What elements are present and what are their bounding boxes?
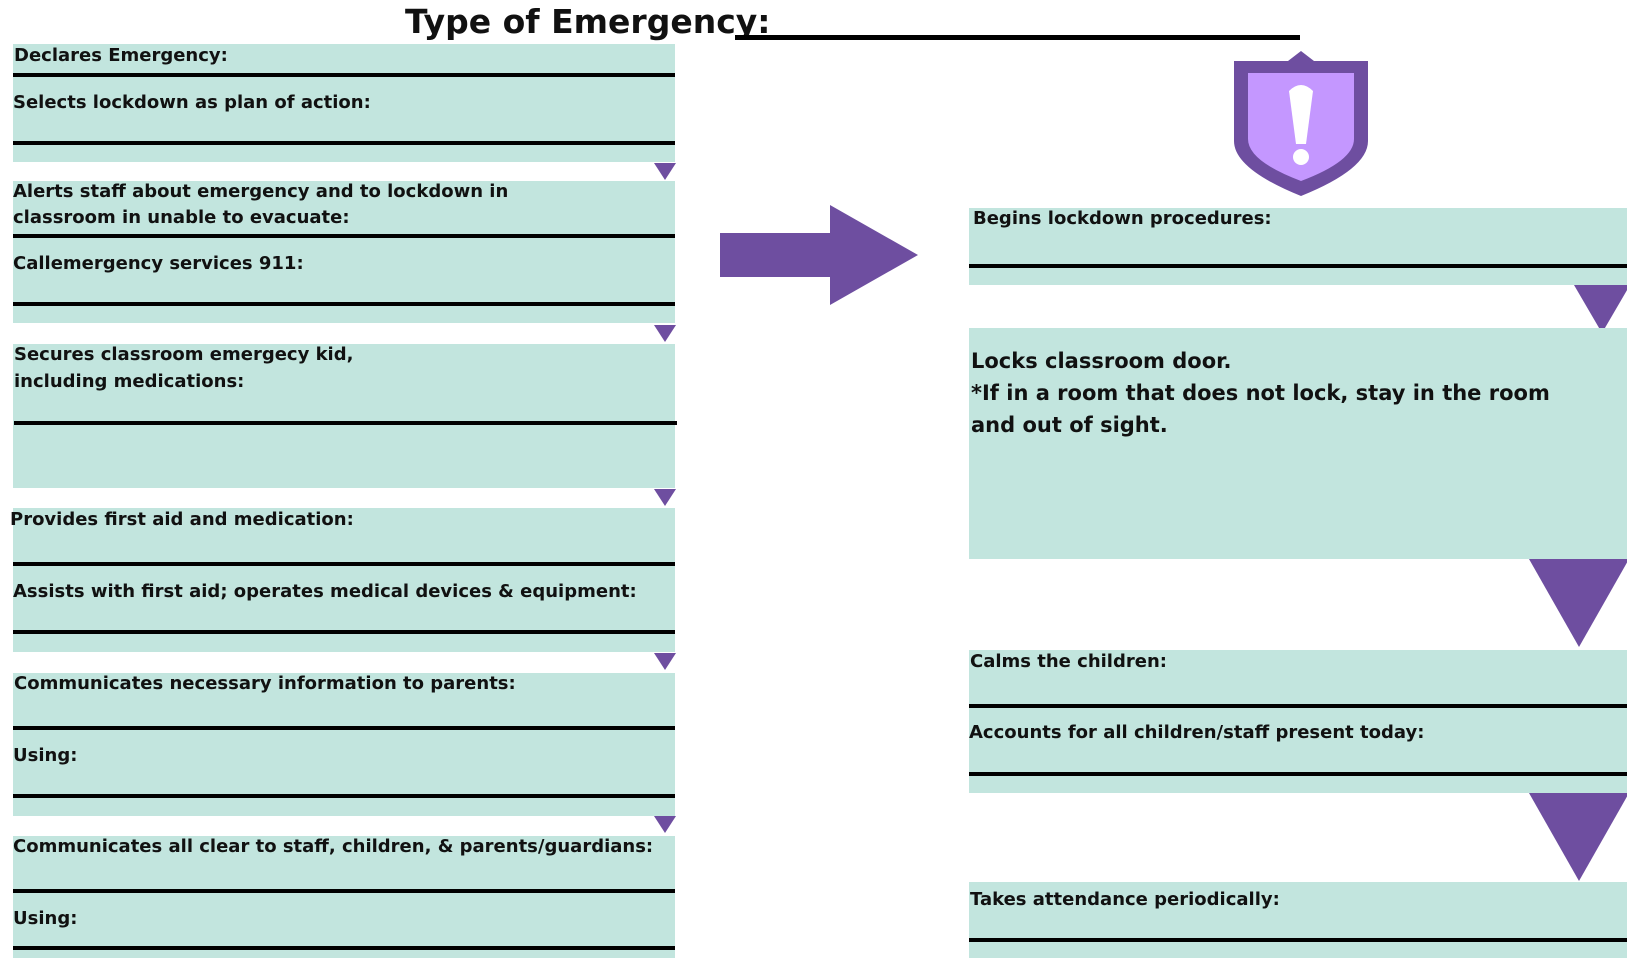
calms-children-label: Calms the children: (970, 651, 1167, 672)
locks-door-text-line3: and out of sight. (971, 413, 1168, 437)
secures-kit-label-line2: including medications: (14, 371, 245, 392)
flow-down-arrow-icon (1529, 793, 1627, 881)
first-aid-fill-line (13, 562, 675, 566)
call-911-label: Callemergency services 911: (13, 253, 304, 274)
assists-first-aid-label: Assists with first aid; operates medical… (13, 581, 637, 602)
assists-first-aid-fill-line (13, 630, 675, 634)
first-aid-section (13, 508, 675, 652)
all-clear-fill-line (13, 889, 675, 893)
accounts-for-label: Accounts for all children/staff present … (969, 722, 1425, 743)
declares-emergency-fill-line (13, 73, 675, 77)
call-911-fill-line (13, 302, 675, 306)
begins-lockdown-label: Begins lockdown procedures: (973, 208, 1272, 229)
secures-kit-section (13, 344, 675, 488)
alerts-staff-section (13, 181, 675, 323)
alerts-staff-fill-line (13, 234, 675, 238)
accounts-for-fill-line (969, 772, 1627, 776)
page-title: Type of Emergency: (405, 2, 771, 41)
takes-attendance-section (969, 882, 1627, 958)
declares-emergency-label: Declares Emergency: (14, 45, 228, 66)
first-aid-label: Provides first aid and medication: (10, 509, 354, 530)
flow-down-arrow-icon (654, 325, 676, 342)
using-fill-line (13, 794, 675, 798)
alerts-staff-label-line2: classroom in unable to evacuate: (13, 207, 350, 228)
communicates-parents-label: Communicates necessary information to pa… (14, 673, 516, 694)
secures-kit-label-line1: Secures classroom emergecy kid, (14, 344, 354, 365)
emergency-type-blank-line (735, 35, 1300, 40)
locks-door-text-line2: *If in a room that does not lock, stay i… (971, 381, 1550, 405)
selects-lockdown-fill-line (13, 141, 675, 145)
using-fill-line (13, 946, 675, 950)
communicates-parents-fill-line (13, 726, 675, 730)
using-label: Using: (13, 745, 78, 766)
flow-down-arrow-icon (1529, 559, 1627, 647)
flow-down-arrow-icon (654, 163, 676, 180)
begins-lockdown-fill-line (969, 264, 1627, 268)
all-clear-section (13, 836, 675, 958)
alerts-staff-label-line1: Alerts staff about emergency and to lock… (13, 181, 509, 202)
all-clear-label: Communicates all clear to staff, childre… (13, 836, 654, 857)
begins-lockdown-section (969, 208, 1627, 285)
calms-children-section (969, 650, 1627, 793)
flow-down-arrow-icon (654, 653, 676, 670)
takes-attendance-label: Takes attendance periodically: (970, 889, 1280, 910)
flow-down-arrow-icon (1574, 285, 1627, 333)
flow-down-arrow-icon (654, 816, 676, 833)
takes-attendance-fill-line (969, 938, 1627, 942)
locks-door-text-line1: Locks classroom door. (971, 349, 1232, 373)
arrow-right-icon (720, 205, 918, 305)
flow-down-arrow-icon (654, 489, 676, 506)
shield-exclamation-icon (1234, 51, 1368, 196)
using-label: Using: (13, 908, 78, 929)
calms-children-fill-line (969, 704, 1627, 708)
communicates-parents-section (13, 673, 675, 816)
selects-lockdown-label: Selects lockdown as plan of action: (13, 92, 371, 113)
locks-door-section (969, 328, 1627, 559)
secures-kit-fill-line (14, 421, 677, 425)
